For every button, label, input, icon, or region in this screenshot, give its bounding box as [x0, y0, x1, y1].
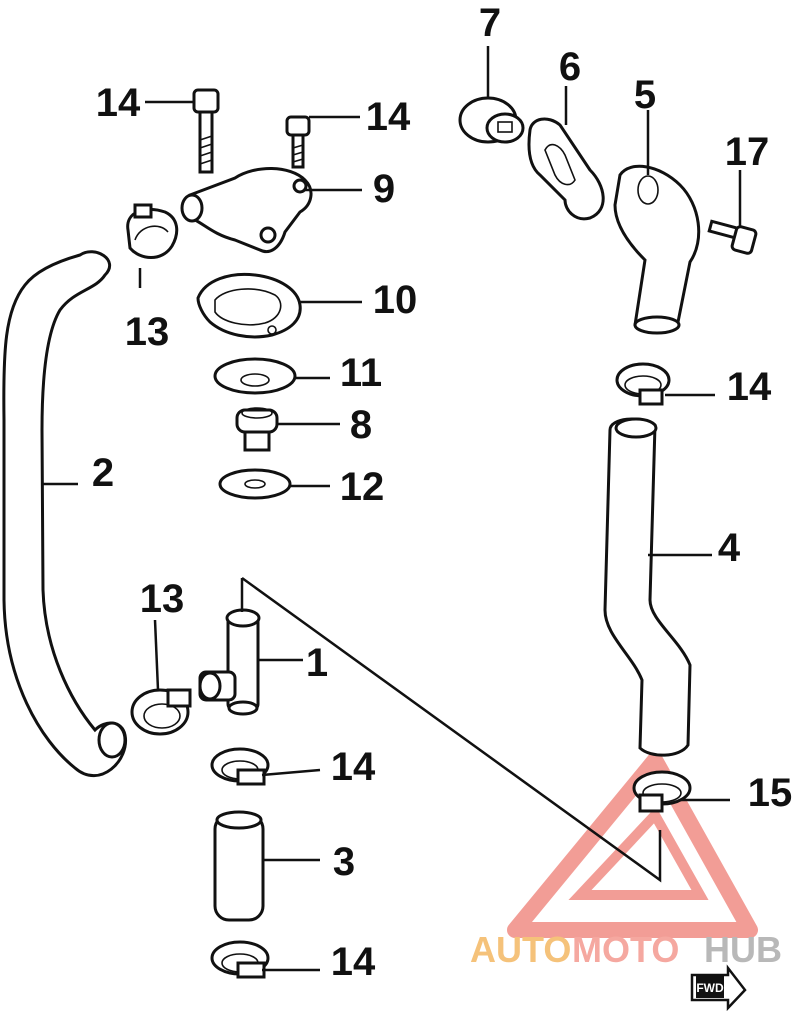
clamp-14-upper [615, 362, 671, 406]
clamp-13-lower [130, 688, 192, 736]
label-14-middle: 14 [331, 745, 376, 789]
thermostat-8 [235, 407, 279, 452]
label-17: 17 [725, 130, 770, 174]
clamp-14-middle [210, 747, 270, 786]
bolt-15 [285, 115, 311, 169]
label-2: 2 [92, 451, 114, 495]
label-15: 14 [366, 95, 411, 139]
thermostat-cover-9 [180, 167, 313, 254]
hose-4 [603, 417, 692, 757]
label-9: 9 [373, 167, 395, 211]
label-7: 7 [479, 1, 501, 45]
label-10: 10 [373, 278, 418, 322]
label-4: 4 [718, 526, 741, 570]
part-number-labels: 14 14 9 10 11 8 12 13 13 2 1 3 14 14 4 1… [92, 1, 792, 984]
gasket-12 [218, 468, 292, 500]
label-1: 1 [306, 641, 328, 685]
label-13-upper: 13 [125, 310, 170, 354]
watermark-auto: AUTO [470, 929, 571, 970]
elbow-housing-5 [613, 164, 701, 335]
label-12: 12 [340, 465, 385, 509]
label-14-bottom: 14 [331, 940, 376, 984]
label-13-lower: 13 [140, 577, 185, 621]
label-3: 3 [333, 840, 355, 884]
plug-7 [458, 96, 525, 144]
label-14-upper: 14 [727, 365, 772, 409]
bolt-16 [192, 88, 220, 174]
label-16: 14 [96, 81, 141, 125]
clamp-13-upper [126, 203, 179, 259]
ring-11 [213, 357, 297, 395]
clamp-14-right [632, 770, 692, 813]
tee-joint-1 [198, 608, 261, 716]
label-8: 8 [350, 403, 372, 447]
watermark-moto: MOTO [572, 929, 679, 970]
label-6: 6 [559, 45, 581, 89]
gasket-10 [196, 272, 302, 339]
watermark-logo [507, 752, 758, 938]
forward-label: FWD [696, 981, 724, 995]
label-14-right: 15 [748, 771, 793, 815]
gasket-6 [527, 117, 605, 221]
hose-3 [213, 810, 265, 922]
label-5: 5 [634, 73, 656, 117]
forward-arrow-icon: FWD [690, 964, 747, 1012]
leader-lines [42, 46, 742, 972]
watermark-hub: HUB [704, 929, 782, 970]
label-11: 11 [340, 351, 382, 395]
watermark-text: AUTO MOTO HUB [470, 929, 782, 970]
alignment-line [240, 576, 662, 883]
hose-2 [2, 250, 128, 778]
clamp-14-bottom [210, 940, 270, 979]
bolt-17 [707, 219, 758, 255]
